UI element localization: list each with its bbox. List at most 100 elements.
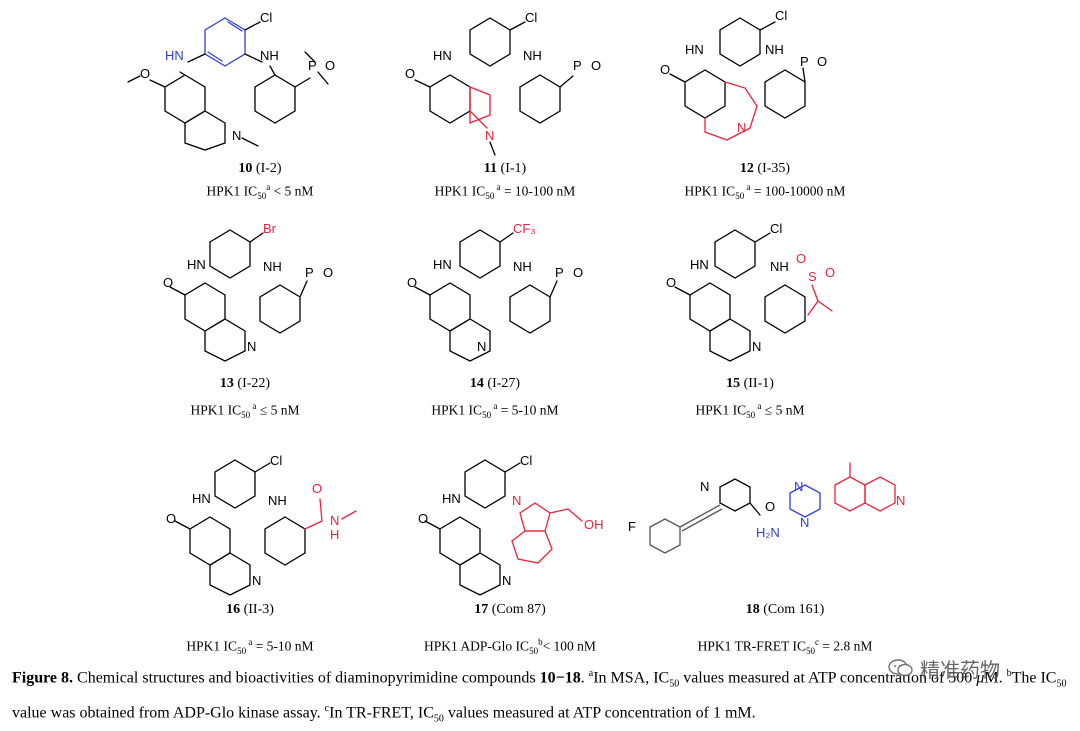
o-label: O	[660, 62, 670, 77]
pyridine-n-label: N	[700, 479, 709, 494]
watermark-text: 精准药物	[920, 657, 1000, 682]
compound-14: CF₃ HN NH O N P O 14 (I-27) HPK1 IC50 a …	[345, 215, 645, 430]
compound-activity: HPK1 IC50 a ≤ 5 nM	[695, 401, 805, 421]
compound-caption: 10 (I-2)	[238, 161, 282, 176]
o-label: O	[166, 511, 176, 526]
po-label: O	[325, 58, 335, 73]
hn-label: HN	[192, 491, 211, 506]
compound-caption: 11 (I-1)	[483, 161, 527, 176]
compound-activity: HPK1 IC50 a = 5-10 nM	[431, 401, 559, 421]
cl-label: Cl	[520, 453, 532, 468]
cl-label: Cl	[775, 8, 787, 23]
amide-h-label: H	[330, 527, 339, 542]
compound-11: Cl HN NH O N P O 11 (I-1) HPK1 IC50 a = …	[355, 0, 655, 215]
cf3-label: CF₃	[513, 221, 536, 236]
compound-caption: 17 (Com 87)	[474, 602, 546, 617]
compound-12: Cl HN NH O N P O 12 (I-35) HPK1 IC50 a =…	[615, 0, 915, 215]
p-label: P	[305, 265, 314, 280]
compound-activity: HPK1 IC50 a = 10-100 nM	[434, 182, 576, 202]
nh-label: NH	[268, 493, 287, 508]
compound-activity: HPK1 ADP-Glo IC50b< 100 nM	[424, 637, 596, 657]
po-label: O	[323, 265, 333, 280]
compound-10: Cl HN NH O N P O 10 (I-2) HPK1 IC50a < 5…	[110, 0, 410, 215]
compound-17: Cl HN N O N OH 17 (Com 87) HPK1 ADP-Glo …	[360, 453, 660, 670]
so-label-2: O	[825, 265, 835, 280]
compound-caption: 16 (II-3)	[226, 602, 274, 617]
hn-label: HN	[685, 42, 704, 57]
nh-label: NH	[260, 48, 279, 63]
n-label: N	[896, 493, 905, 508]
cl-label: Cl	[525, 10, 537, 25]
n-label: N	[752, 339, 761, 354]
pyrazine-n-label-1: N	[794, 479, 803, 494]
o-label: O	[666, 275, 676, 290]
amide-n-label: N	[330, 513, 339, 528]
compound-activity: HPK1 IC50a < 5 nM	[206, 182, 314, 202]
compound-15: Cl HN NH O N S O O 15 (II-1) HPK1 IC50 a…	[600, 215, 900, 430]
structure-15: Cl HN NH O N S O O	[666, 221, 835, 362]
h2n-label: H₂N	[756, 525, 780, 540]
hn-label: HN	[165, 48, 184, 63]
compound-caption: 14 (I-27)	[469, 376, 521, 391]
compound-13: Br HN NH O N P O 13 (I-22) HPK1 IC50 a ≤…	[95, 215, 395, 430]
ether-o-label: O	[765, 499, 775, 514]
structure-12: Cl HN NH O N P O	[660, 8, 827, 141]
po-label: O	[817, 54, 827, 69]
structure-16: Cl HN NH O N O N H	[166, 453, 357, 596]
oh-label: OH	[584, 517, 604, 532]
structure-11: Cl HN NH O N P O	[405, 10, 601, 156]
wechat-icon	[888, 659, 913, 677]
compound-activity: HPK1 IC50 a = 100-10000 nM	[684, 182, 846, 202]
compound-activity: HPK1 TR-FRET IC50c = 2.8 nM	[697, 637, 873, 657]
hn-label: HN	[187, 257, 206, 272]
po-label: O	[591, 58, 601, 73]
structure-18: F N O N N H₂N N	[628, 462, 905, 554]
nh-label: NH	[523, 48, 542, 63]
so-label-1: O	[796, 251, 806, 266]
structure-13: Br HN NH O N P O	[163, 221, 333, 362]
indoline-n-label: N	[512, 493, 521, 508]
o-label: O	[418, 511, 428, 526]
hn-label: HN	[442, 491, 461, 506]
compound-activity: HPK1 IC50 a = 5-10 nM	[186, 637, 314, 657]
cl-label: Cl	[770, 221, 782, 236]
p-label: P	[800, 54, 809, 69]
br-label: Br	[263, 221, 277, 236]
po-label: O	[573, 265, 583, 280]
n-label: N	[737, 120, 746, 135]
compound-caption: 13 (I-22)	[219, 376, 271, 391]
compound-activity: HPK1 IC50 a ≤ 5 nM	[190, 401, 300, 421]
structure-17: Cl HN N O N OH	[418, 453, 604, 596]
compound-caption: 15 (II-1)	[726, 376, 774, 391]
structure-14: CF₃ HN NH O N P O	[407, 221, 583, 362]
n-label: N	[477, 339, 486, 354]
nh-label: NH	[513, 259, 532, 274]
n-label: N	[502, 573, 511, 588]
amide-o-label: O	[312, 481, 322, 496]
nh-label: NH	[770, 259, 789, 274]
o-label: O	[405, 66, 415, 81]
p-label: P	[573, 58, 582, 73]
n-label: N	[485, 128, 494, 143]
s-label: S	[808, 269, 817, 284]
n-label: N	[252, 573, 261, 588]
cl-label: Cl	[270, 453, 282, 468]
compound-caption: 18 (Com 161)	[745, 602, 825, 617]
compound-caption: 12 (I-35)	[739, 161, 791, 176]
o-label: O	[140, 66, 150, 81]
nh-label: NH	[263, 259, 282, 274]
p-label: P	[555, 265, 564, 280]
compound-18: F N O N N H₂N N 18 (Com 161) HPK1 TR-FRE…	[620, 455, 950, 670]
n-label: N	[247, 339, 256, 354]
n-label: N	[232, 128, 241, 143]
pyrazine-n-label-2: N	[800, 515, 809, 530]
f-label: F	[628, 519, 636, 534]
watermark: 精准药物	[888, 656, 1000, 682]
hn-label: HN	[433, 257, 452, 272]
nh-label: NH	[765, 42, 784, 57]
hn-label: HN	[690, 257, 709, 272]
compound-16: Cl HN NH O N O N H 16 (II-3) HPK1 IC50 a…	[100, 453, 400, 670]
structure-10: Cl HN NH O N P O	[127, 10, 335, 151]
o-label: O	[407, 275, 417, 290]
p-label: P	[308, 58, 317, 73]
